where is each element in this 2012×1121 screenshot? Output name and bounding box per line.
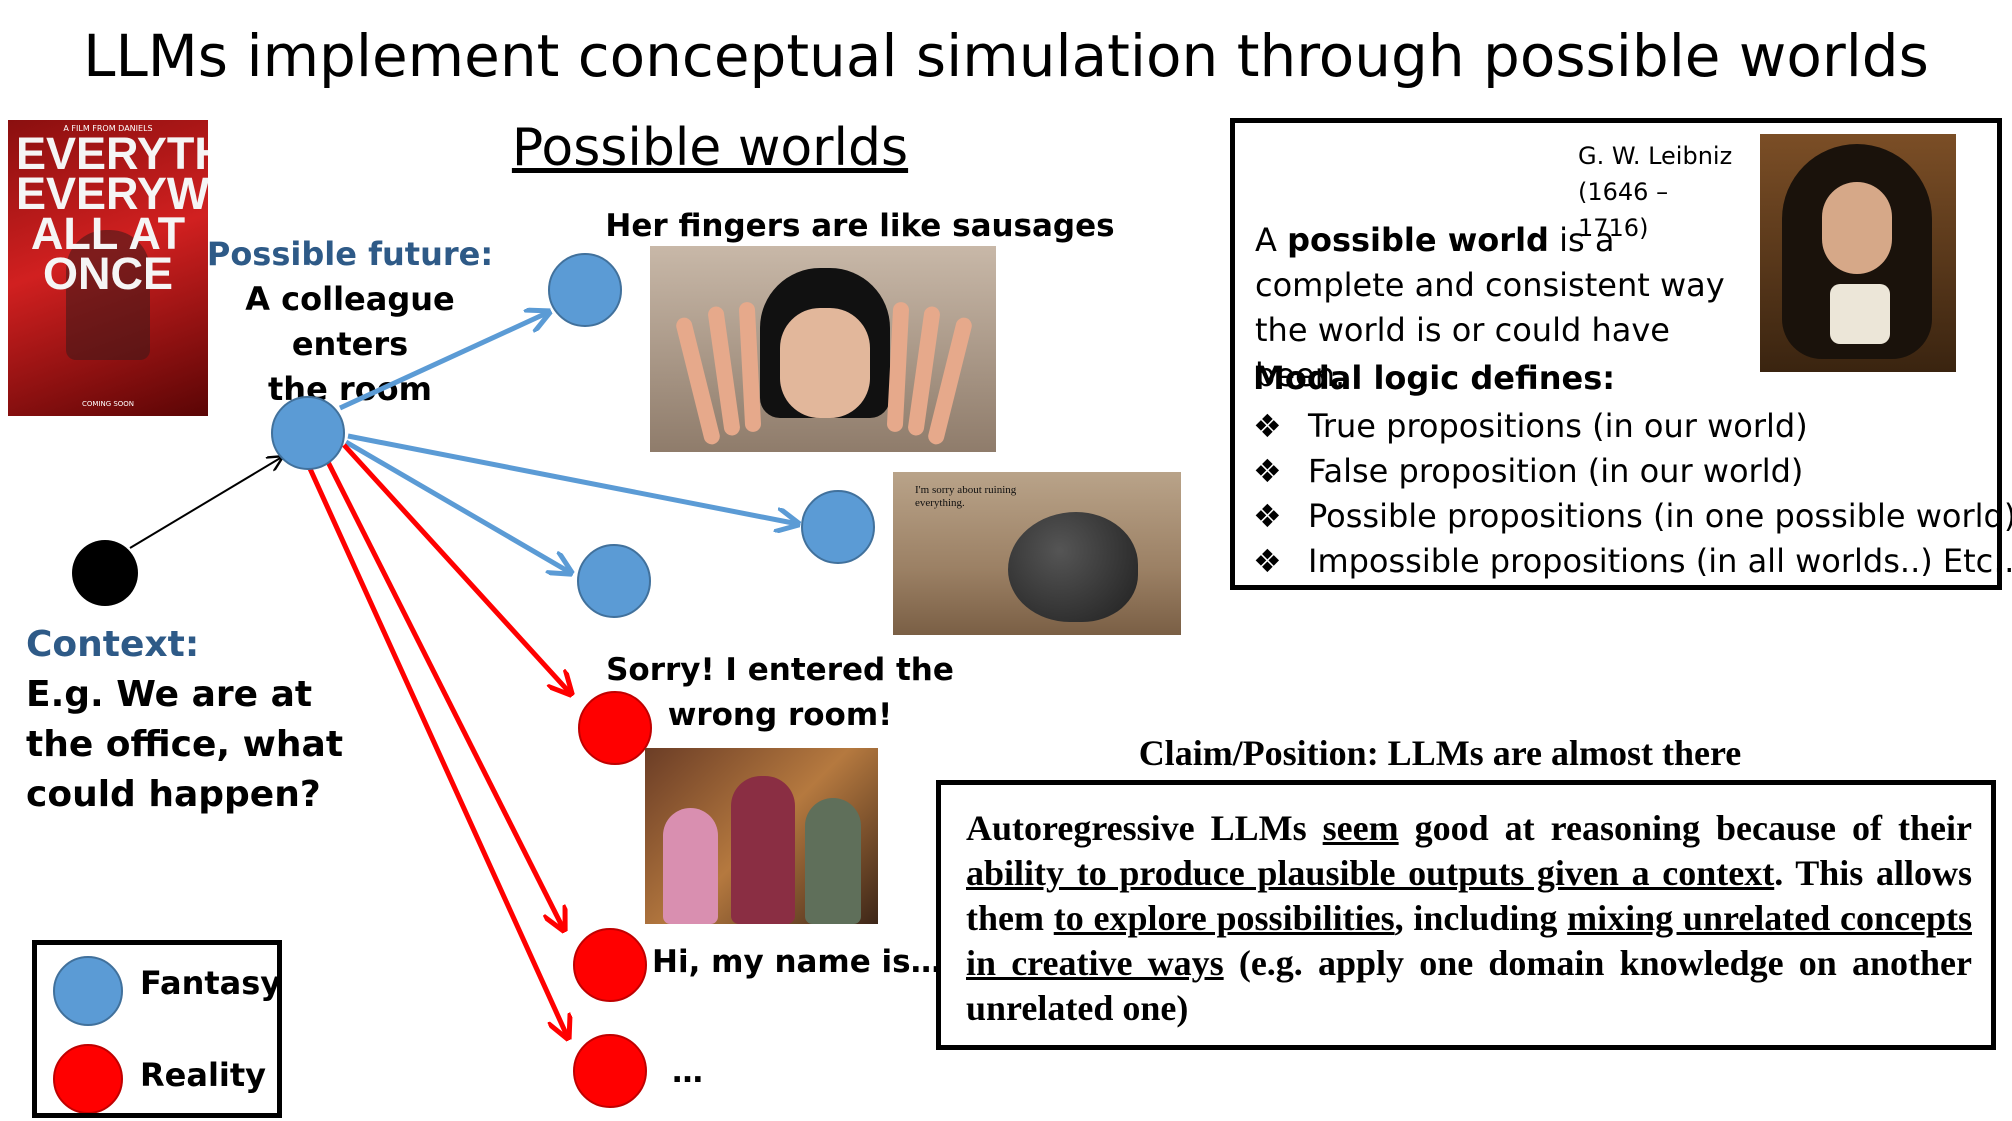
- caption-wrong-room-line1: Sorry! I entered the: [606, 652, 954, 688]
- collar-shape: [1830, 284, 1890, 344]
- possible-future-node: [271, 396, 345, 470]
- fantasy-node-rock: [801, 490, 875, 564]
- poster-figure: [66, 230, 150, 360]
- list-item-text: Possible propositions (in one possible w…: [1308, 497, 2012, 535]
- arrow-fantasy-2: [347, 433, 798, 524]
- face-shape: [780, 308, 870, 418]
- fantasy-node-3: [577, 544, 651, 618]
- caption-hi-my-name: Hi, my name is…: [652, 944, 942, 980]
- sausage-fingers-image: [650, 246, 996, 452]
- rock-shape: [1008, 512, 1138, 622]
- rock-image: I'm sorry about ruining everything.: [893, 472, 1181, 635]
- possible-world-definition: A possible world is a complete and consi…: [1255, 218, 1755, 398]
- definition-term: possible world: [1287, 221, 1549, 259]
- claim-underlined-part: seem: [1322, 808, 1399, 848]
- definition-rest: is a complete and consistent way the wor…: [1255, 221, 1725, 394]
- possible-future-line1: A colleague enters: [245, 280, 455, 363]
- legend-reality-label: Reality: [140, 1056, 267, 1094]
- poster-title: EVERYTHING EVERYWHERE ALL AT ONCE: [16, 128, 208, 299]
- possible-worlds-heading: Possible worlds: [511, 118, 909, 178]
- claim-underlined-part: mixing unrelated concepts in creative wa…: [966, 898, 1972, 983]
- caption-wrong-room-line2: wrong room!: [667, 697, 893, 733]
- arrow-fantasy-3: [344, 439, 571, 573]
- list-item: ❖ False proposition (in our world): [1253, 449, 1993, 494]
- context-node: [72, 540, 138, 606]
- list-item-text: False proposition (in our world): [1308, 452, 1804, 490]
- list-item-text: True propositions (in our world): [1308, 407, 1808, 445]
- legend-fantasy-label: Fantasy: [140, 964, 282, 1002]
- bullet-icon: ❖: [1253, 452, 1282, 490]
- bullet-icon: ❖: [1253, 407, 1282, 445]
- caption-wrong-room: Sorry! I entered the wrong room!: [600, 648, 960, 738]
- finger-shape: [738, 301, 762, 433]
- list-item-text: Impossible propositions (in all worlds..…: [1308, 542, 2012, 580]
- list-item: ❖ Impossible propositions (in all worlds.…: [1253, 539, 2012, 584]
- leibniz-definition-box: [1230, 118, 2002, 590]
- claim-text: Autoregressive LLMs seem good at reasoni…: [966, 806, 1972, 1031]
- list-item: ❖ True propositions (in our world): [1253, 404, 1993, 449]
- leibniz-portrait-image: [1760, 134, 1956, 372]
- claim-underlined-part: to explore possibilities: [1053, 898, 1395, 938]
- bullet-icon: ❖: [1253, 542, 1282, 580]
- claim-underlined-part: ability to produce plausible outputs giv…: [966, 853, 1775, 893]
- arrow-context-to-future: [129, 457, 282, 549]
- claim-text-part: Autoregressive LLMs: [966, 808, 1323, 848]
- reality-node-sorry: [578, 691, 652, 765]
- movie-poster-image: A FILM FROM DANIELS EVERYTHING EVERYWHER…: [8, 120, 208, 416]
- claim-text-part: . This allows them: [966, 853, 1973, 938]
- context-label: Context: E.g. We are at the office, what…: [26, 620, 356, 820]
- claim-title: Claim/Position: LLMs are almost there: [1138, 733, 1742, 773]
- reality-node-etc: [573, 1034, 647, 1108]
- context-title: Context:: [26, 624, 200, 665]
- claim-box: [936, 780, 1996, 1050]
- person-shape: [731, 776, 795, 924]
- finger-shape: [886, 301, 910, 433]
- context-body: E.g. We are at the office, what could ha…: [26, 674, 344, 815]
- claim-text-part: (e.g. apply one domain knowledge on anot…: [966, 943, 1972, 1028]
- possible-future-title: Possible future:: [206, 235, 494, 273]
- rock-image-caption: I'm sorry about ruining everything.: [915, 484, 1017, 509]
- leibniz-years: (1646 – 1716): [1578, 178, 1669, 242]
- modal-logic-list: ❖ True propositions (in our world) ❖ False…: [1253, 404, 2012, 584]
- caption-sausage-fingers: Her fingers are like sausages: [605, 208, 1115, 244]
- family-scene-image: [645, 748, 878, 924]
- definition-prefix: A: [1255, 221, 1288, 259]
- arrow-reality-3: [304, 460, 568, 1038]
- slide-title: LLMs implement conceptual simulation thr…: [83, 22, 1929, 90]
- leibniz-name: G. W. Leibniz (1646 – 1716): [1578, 138, 1738, 246]
- face-shape: [1822, 182, 1892, 274]
- arrow-reality-1: [342, 443, 571, 694]
- person-shape: [805, 798, 861, 924]
- fantasy-node-sausage: [548, 253, 622, 327]
- claim-text-part: , including: [1394, 898, 1568, 938]
- person-shape: [663, 808, 718, 924]
- arrow-fantasy-1: [338, 312, 549, 411]
- list-item: ❖ Possible propositions (in one possible …: [1253, 494, 2012, 539]
- modal-logic-title: Modal logic defines:: [1253, 359, 1616, 397]
- claim-text-part: good at reasoning because of their: [1398, 808, 1972, 848]
- legend-box: [32, 940, 282, 1118]
- leibniz-name-text: G. W. Leibniz: [1578, 142, 1733, 170]
- caption-ellipsis: …: [672, 1054, 703, 1090]
- legend-fantasy-swatch: [53, 956, 123, 1026]
- poster-top-line: A FILM FROM DANIELS: [63, 124, 153, 133]
- arrow-reality-2: [323, 456, 564, 930]
- poster-bottom-line: COMING SOON: [81, 400, 135, 408]
- bullet-icon: ❖: [1253, 497, 1282, 535]
- reality-node-hi: [573, 928, 647, 1002]
- possible-future-label: Possible future: A colleague enters the …: [200, 232, 500, 412]
